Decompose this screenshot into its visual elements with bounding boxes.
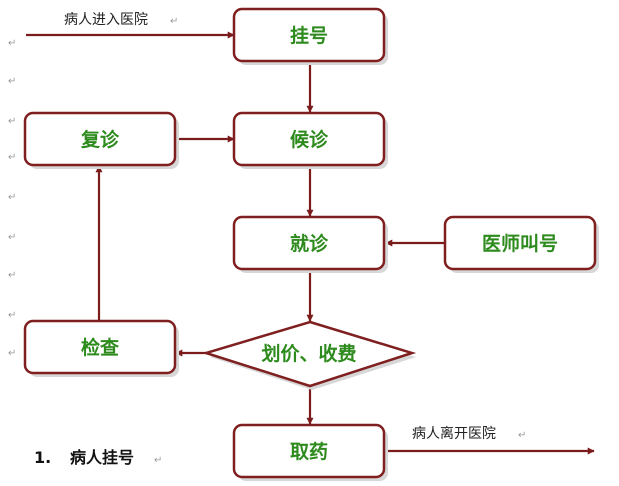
- paragraph-mark: ↵: [170, 16, 178, 27]
- paragraph-mark: ↵: [8, 76, 16, 87]
- node-label: 就诊: [290, 232, 329, 255]
- node-exam: 检查: [23, 319, 179, 377]
- node-billing: 划价、收费: [201, 320, 417, 390]
- paragraph-mark: ↵: [8, 310, 16, 321]
- section-heading: 病人挂号: [70, 448, 134, 467]
- node-label: 医师叫号: [482, 233, 558, 255]
- paragraph-mark: ↵: [8, 38, 16, 49]
- node-revisit: 复诊: [23, 111, 179, 169]
- label-patient-enter: 病人进入医院: [64, 12, 148, 28]
- node-label: 划价、收费: [261, 342, 356, 365]
- paragraph-mark: ↵: [8, 232, 16, 243]
- node-label: 挂号: [290, 24, 328, 47]
- node-label: 取药: [290, 440, 328, 463]
- paragraph-mark: ↵: [8, 348, 16, 359]
- node-doctor-call: 医师叫号: [443, 215, 599, 273]
- node-label: 检查: [81, 336, 120, 359]
- label-patient-leave: 病人离开医院: [412, 425, 496, 442]
- node-pharmacy: 取药: [232, 423, 388, 481]
- paragraph-mark: ↵: [8, 116, 16, 127]
- paragraph-marks: ↵ ↵ ↵ ↵ ↵ ↵ ↵ ↵ ↵: [8, 38, 16, 359]
- paragraph-mark: ↵: [8, 192, 16, 203]
- edges: [26, 31, 595, 455]
- paragraph-mark: ↵: [518, 430, 526, 441]
- paragraph-mark: ↵: [154, 455, 162, 466]
- section-number: 1.: [34, 448, 51, 467]
- node-label: 复诊: [80, 128, 120, 151]
- node-wait: 候诊: [232, 111, 388, 169]
- node-consult: 就诊: [232, 215, 388, 273]
- paragraph-mark: ↵: [8, 152, 16, 163]
- paragraph-mark: ↵: [8, 270, 16, 281]
- node-label: 候诊: [290, 128, 329, 151]
- node-register: 挂号: [232, 7, 388, 65]
